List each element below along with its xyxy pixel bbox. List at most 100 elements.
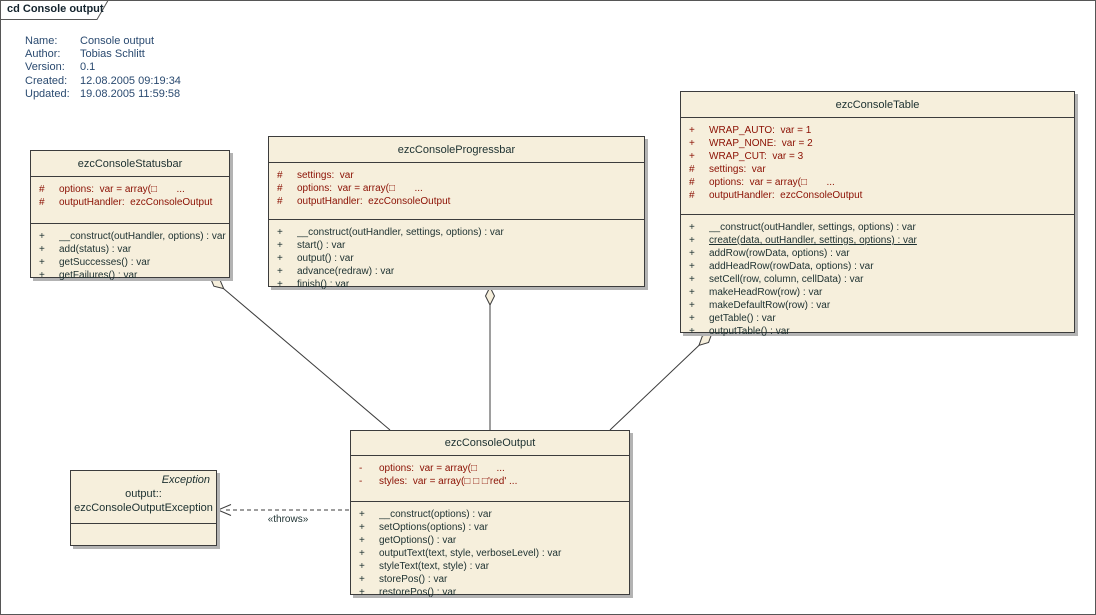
member-text: advance(redraw) : var bbox=[297, 266, 395, 277]
metadata-value: Console output bbox=[80, 35, 154, 47]
attribute-row: # settings: var bbox=[681, 163, 1074, 176]
frame-tab-label: cd Console output bbox=[7, 3, 104, 15]
method-row: + getSuccesses() : var bbox=[31, 256, 229, 269]
visibility-marker: - bbox=[359, 463, 363, 474]
member-text: styles: var = array(□ □ □'red' ... bbox=[379, 476, 518, 487]
member-text: addRow(rowData, options) : var bbox=[709, 248, 850, 259]
aggregation-diamond-icon bbox=[209, 276, 225, 290]
visibility-marker: + bbox=[39, 257, 45, 268]
member-text: restorePos() : var bbox=[379, 587, 457, 598]
method-row: + makeHeadRow(row) : var bbox=[681, 286, 1074, 299]
open-arrow-icon bbox=[216, 504, 232, 516]
method-row: + styleText(text, style) : var bbox=[351, 560, 629, 573]
visibility-marker: + bbox=[277, 266, 283, 277]
metadata-row: Author: Tobias Schlitt bbox=[25, 48, 181, 61]
metadata-label: Author: bbox=[25, 48, 61, 61]
visibility-marker: # bbox=[689, 177, 695, 188]
member-text: addHeadRow(rowData, options) : var bbox=[709, 261, 874, 272]
member-text: options: var = array(□ ... bbox=[709, 177, 835, 188]
member-text: output() : var bbox=[297, 253, 354, 264]
method-row: + storePos() : var bbox=[351, 573, 629, 586]
attribute-row: # outputHandler: ezcConsoleOutput bbox=[31, 196, 229, 209]
class-box-ezcConsoleOutput[interactable]: ezcConsoleOutput - options: var = array(… bbox=[350, 430, 630, 598]
method-row: + addHeadRow(rowData, options) : var bbox=[681, 260, 1074, 273]
visibility-marker: # bbox=[689, 164, 695, 175]
class-box-ezcConsoleTable[interactable]: ezcConsoleTable + WRAP_AUTO: var = 1 + W… bbox=[680, 91, 1075, 337]
visibility-marker: + bbox=[359, 587, 365, 598]
member-text: options: var = array(□ ... bbox=[379, 463, 505, 474]
method-row: + setCell(row, column, cellData) : var bbox=[681, 273, 1074, 286]
class-box-ezcConsoleStatusbar[interactable]: ezcConsoleStatusbar # options: var = arr… bbox=[30, 150, 230, 281]
exception-namespace: output:: bbox=[125, 488, 162, 500]
visibility-marker: + bbox=[39, 244, 45, 255]
metadata-row: Created: 12.08.2005 09:19:34 bbox=[25, 75, 181, 88]
member-text: add(status) : var bbox=[59, 244, 132, 255]
member-text: outputText(text, style, verboseLevel) : … bbox=[379, 548, 562, 559]
member-text: __construct(outHandler, settings, option… bbox=[709, 222, 916, 233]
class-methods-section: + __construct(outHandler, settings, opti… bbox=[269, 220, 644, 291]
member-text: create(data, outHandler, settings, optio… bbox=[709, 235, 917, 246]
method-row: + advance(redraw) : var bbox=[269, 265, 644, 278]
method-row: + outputTable() : var bbox=[681, 325, 1074, 338]
visibility-marker: + bbox=[359, 522, 365, 533]
method-row: + __construct(options) : var bbox=[351, 508, 629, 521]
class-title: ezcConsoleOutput bbox=[351, 431, 629, 456]
method-row: + __construct(outHandler, settings, opti… bbox=[269, 226, 644, 239]
attribute-row: + WRAP_CUT: var = 3 bbox=[681, 150, 1074, 163]
method-row: + outputText(text, style, verboseLevel) … bbox=[351, 547, 629, 560]
aggregation-diamond-icon bbox=[698, 332, 713, 347]
visibility-marker: + bbox=[689, 313, 695, 324]
visibility-marker: + bbox=[689, 138, 695, 149]
visibility-marker: + bbox=[689, 125, 695, 136]
aggregation-statusbar-output bbox=[209, 276, 391, 431]
visibility-marker: + bbox=[359, 509, 365, 520]
frame-tab: cd Console output bbox=[0, 0, 110, 20]
visibility-marker: + bbox=[689, 274, 695, 285]
class-box-ezcConsoleProgressbar[interactable]: ezcConsoleProgressbar # settings: var # … bbox=[268, 136, 645, 290]
method-row: + restorePos() : var bbox=[351, 586, 629, 599]
member-text: WRAP_NONE: var = 2 bbox=[709, 138, 813, 149]
class-box-ezcConsoleOutputException[interactable]: Exception output:: ezcConsoleOutputExcep… bbox=[70, 470, 217, 546]
member-text: getTable() : var bbox=[709, 313, 776, 324]
method-row: + getOptions() : var bbox=[351, 534, 629, 547]
method-row: + __construct(outHandler, options) : var bbox=[31, 230, 229, 243]
visibility-marker: + bbox=[359, 548, 365, 559]
method-row: + __construct(outHandler, settings, opti… bbox=[681, 221, 1074, 234]
class-title: ezcConsoleStatusbar bbox=[31, 151, 229, 177]
visibility-marker: # bbox=[689, 190, 695, 201]
visibility-marker: # bbox=[277, 183, 283, 194]
exception-name-section: Exception output:: ezcConsoleOutputExcep… bbox=[71, 471, 216, 524]
member-text: getSuccesses() : var bbox=[59, 257, 151, 268]
class-title: ezcConsoleTable bbox=[681, 92, 1074, 118]
visibility-marker: + bbox=[39, 270, 45, 281]
method-row: + finish() : var bbox=[269, 278, 644, 291]
aggregation-table-output bbox=[609, 332, 713, 431]
visibility-marker: + bbox=[39, 231, 45, 242]
visibility-marker: # bbox=[277, 170, 283, 181]
attribute-row: # options: var = array(□ ... bbox=[31, 183, 229, 196]
visibility-marker: + bbox=[689, 261, 695, 272]
member-text: outputHandler: ezcConsoleOutput bbox=[59, 197, 213, 208]
class-attributes-section: # settings: var # options: var = array(□… bbox=[269, 163, 644, 220]
member-text: options: var = array(□ ... bbox=[297, 183, 423, 194]
metadata-value: Tobias Schlitt bbox=[80, 48, 145, 61]
member-text: setOptions(options) : var bbox=[379, 522, 488, 533]
member-text: getFailures() : var bbox=[59, 270, 138, 281]
visibility-marker: + bbox=[277, 253, 283, 264]
visibility-marker: + bbox=[359, 535, 365, 546]
member-text: __construct(outHandler, settings, option… bbox=[297, 227, 504, 238]
method-row-static: + create(data, outHandler, settings, opt… bbox=[681, 234, 1074, 247]
member-text: __construct(outHandler, options) : var bbox=[59, 231, 226, 242]
metadata-label: Created: bbox=[25, 74, 68, 87]
method-row: + makeDefaultRow(row) : var bbox=[681, 299, 1074, 312]
member-text: WRAP_CUT: var = 3 bbox=[709, 151, 804, 162]
visibility-marker: + bbox=[689, 248, 695, 259]
member-text: storePos() : var bbox=[379, 574, 448, 585]
method-row: + getTable() : var bbox=[681, 312, 1074, 325]
visibility-marker: + bbox=[359, 561, 365, 572]
method-row: + add(status) : var bbox=[31, 243, 229, 256]
metadata-value: 0.1 bbox=[80, 61, 96, 74]
metadata-row: Updated: 19.08.2005 11:59:58 bbox=[25, 88, 181, 101]
method-row: + output() : var bbox=[269, 252, 644, 265]
